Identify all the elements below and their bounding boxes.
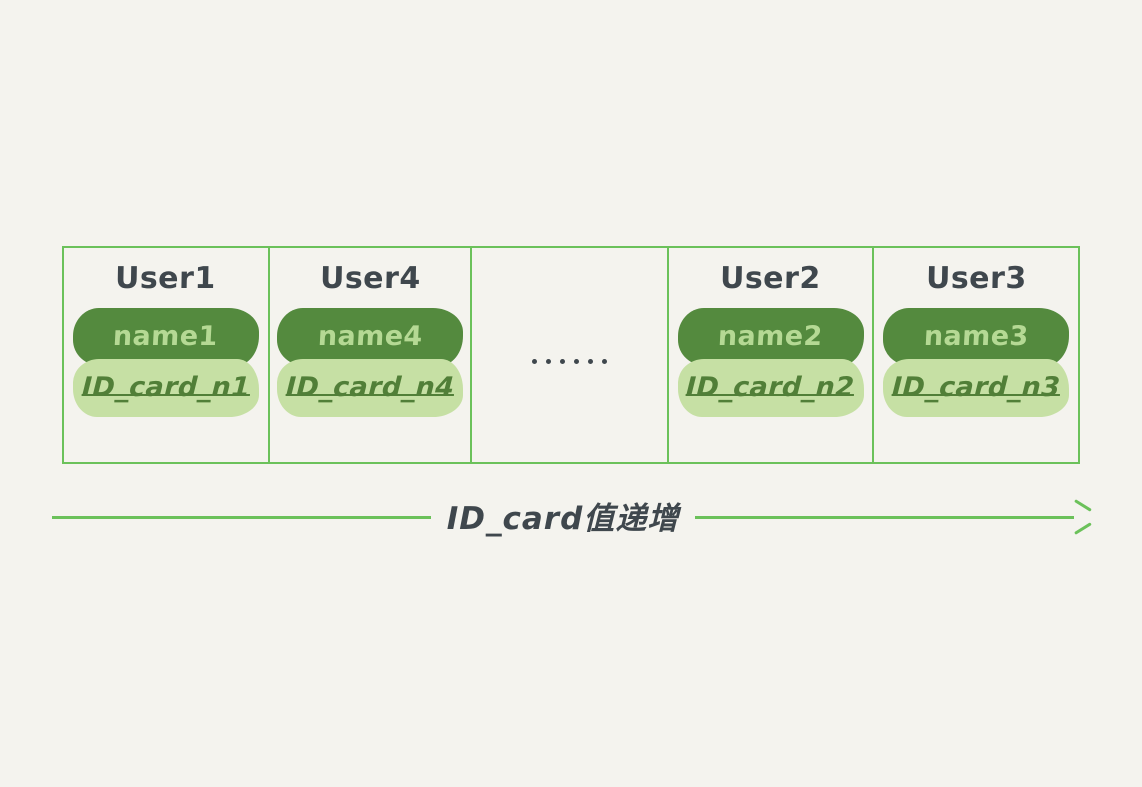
name-pill: name4 [276,307,463,366]
ellipsis-dot [559,358,565,364]
table-cell-user3: User3 name3 ID_card_n3 [874,248,1078,462]
id-card-pill-label: ID_card_n1 [80,372,251,403]
name-pill: name1 [72,307,259,366]
arrow-line-left [52,515,431,519]
cell-title: User1 [115,261,217,296]
arrow-line-right [695,515,1075,519]
cell-title: User3 [925,261,1027,296]
ellipsis-dot [531,358,537,364]
table-cell-user1: User1 name1 ID_card_n1 [64,248,270,462]
name-pill: name2 [677,307,864,366]
id-card-pill: ID_card_n3 [883,358,1070,417]
user-table: User1 name1 ID_card_n1 User4 name4 ID_ca… [62,246,1080,464]
ellipsis-dot [573,358,579,364]
increasing-order-arrow: ID_card值递增 [52,488,1090,546]
table-cell-user4: User4 name4 ID_card_n4 [270,248,473,462]
id-card-pill-label: ID_card_n2 [685,372,856,403]
id-card-pill: ID_card_n1 [72,358,259,417]
id-card-pill-label: ID_card_n4 [284,372,455,403]
ellipsis-dot [601,358,607,364]
arrow-label: ID_card值递增 [446,500,680,537]
id-card-pill: ID_card_n2 [677,358,864,417]
ellipsis-dot [545,358,551,364]
ellipsis-dot [587,358,593,364]
name-pill-label: name2 [717,321,824,352]
name-pill-label: name4 [316,321,424,352]
name-pill: name3 [883,307,1070,366]
name-pill-label: name1 [112,321,219,352]
table-cell-user2: User2 name2 ID_card_n2 [669,248,875,462]
id-card-pill: ID_card_n4 [276,358,463,417]
cell-title: User2 [719,261,822,296]
id-card-pill-label: ID_card_n3 [891,372,1062,403]
table-cell-ellipsis [472,248,669,462]
name-pill-label: name3 [923,321,1030,352]
cell-title: User4 [319,261,421,296]
ellipsis-icon [472,260,667,462]
arrow-right-icon [1072,506,1090,528]
